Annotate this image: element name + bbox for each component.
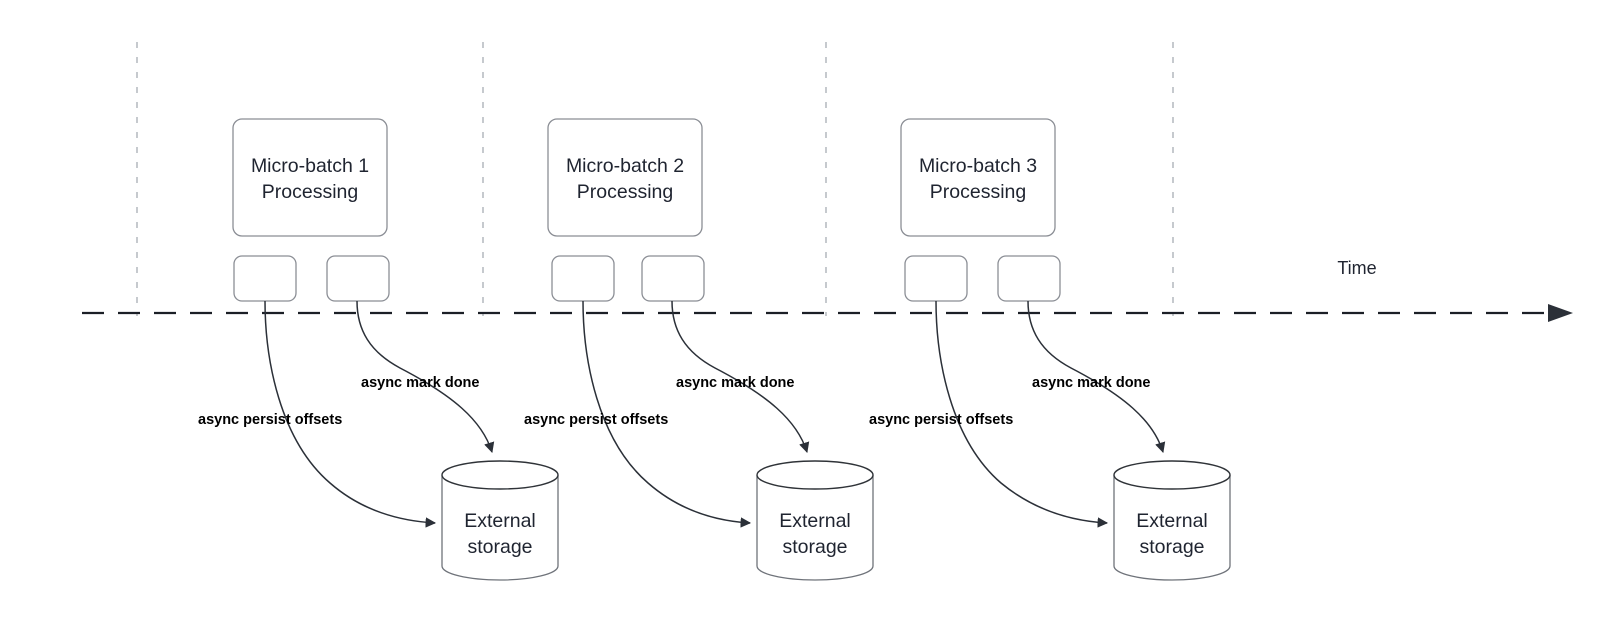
- flow-label-persist-offsets-1: async persist offsets: [198, 412, 342, 428]
- external-storage-3-label-line1: External: [1136, 510, 1208, 532]
- micro-batch-1-task-box-persist[interactable]: [233, 255, 297, 302]
- micro-batch-3-task-box-mark-done[interactable]: [997, 255, 1061, 302]
- external-storage-2-label-line1: External: [779, 510, 851, 532]
- flow-label-mark-done-3: async mark done: [1032, 375, 1150, 391]
- external-storage-3[interactable]: External storage: [1113, 460, 1231, 581]
- flow-label-mark-done-2: async mark done: [676, 375, 794, 391]
- micro-batch-group-3: Micro-batch 3 Processing External storag…: [869, 118, 1231, 581]
- flow-label-mark-done-1: async mark done: [361, 375, 479, 391]
- micro-batch-1-processing-box[interactable]: [232, 118, 388, 237]
- external-storage-1-label-line1: External: [464, 510, 536, 532]
- flow-persist-offsets-3: [935, 300, 1109, 528]
- flow-mark-done-1: [356, 300, 495, 454]
- micro-batch-group-2: Micro-batch 2 Processing External storag…: [524, 118, 874, 581]
- micro-batch-3-processing-label-line1: Micro-batch 3: [919, 155, 1037, 177]
- micro-batch-group-1: Micro-batch 1 Processing External storag…: [198, 118, 559, 581]
- batch-boundary-lines: [136, 42, 1174, 316]
- external-storage-1[interactable]: External storage: [441, 460, 559, 581]
- micro-batch-2-processing-label-line2: Processing: [577, 181, 673, 203]
- micro-batch-3-processing-box[interactable]: [900, 118, 1056, 237]
- micro-batch-3-task-box-persist[interactable]: [904, 255, 968, 302]
- flow-mark-done-2: [671, 300, 810, 454]
- time-axis-label: Time: [1337, 258, 1376, 278]
- micro-batch-1-task-box-mark-done[interactable]: [326, 255, 390, 302]
- flow-persist-offsets-2: [582, 300, 752, 528]
- external-storage-2[interactable]: External storage: [756, 460, 874, 581]
- micro-batch-1-processing-label-line1: Micro-batch 1: [251, 155, 369, 177]
- micro-batch-2-processing-box[interactable]: [547, 118, 703, 237]
- flow-persist-offsets-1: [264, 300, 437, 528]
- micro-batch-2-task-box-mark-done[interactable]: [641, 255, 705, 302]
- micro-batch-3-processing-label-line2: Processing: [930, 181, 1026, 203]
- time-axis-arrowhead: [1548, 304, 1573, 322]
- external-storage-2-label-line2: storage: [782, 536, 847, 558]
- flow-label-mark-done-3-path: [1027, 300, 1166, 454]
- external-storage-1-label-line2: storage: [467, 536, 532, 558]
- external-storage-3-label-line2: storage: [1139, 536, 1204, 558]
- micro-batch-1-processing-label-line2: Processing: [262, 181, 358, 203]
- micro-batch-2-task-box-persist[interactable]: [551, 255, 615, 302]
- flow-label-persist-offsets-3: async persist offsets: [869, 412, 1013, 428]
- time-axis: Time: [82, 258, 1573, 322]
- flow-label-persist-offsets-2: async persist offsets: [524, 412, 668, 428]
- micro-batch-2-processing-label-line1: Micro-batch 2: [566, 155, 684, 177]
